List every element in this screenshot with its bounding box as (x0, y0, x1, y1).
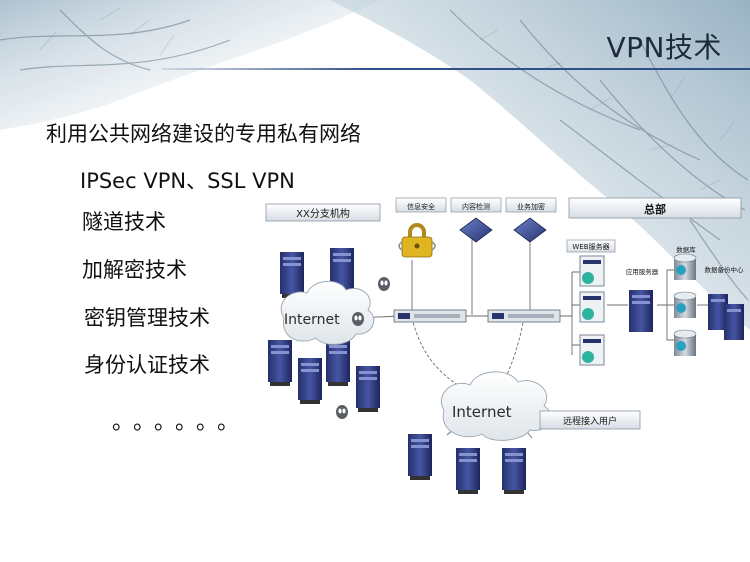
security-label-encryption: 业务加密 (517, 202, 545, 211)
remote-user-group (408, 434, 526, 494)
vpn-gateway-right (487, 309, 561, 323)
vpn-network-diagram: XX分支机构 总部 信息安全 内容检测 业务加密 (265, 197, 745, 494)
web-server-group (579, 255, 605, 366)
remote-users-label-box (539, 410, 641, 430)
padlock-icon (398, 223, 436, 258)
security-label-info: 信息安全 (407, 202, 435, 211)
internet-cloud-left (280, 280, 375, 345)
app-server-label: 应用服务器 (626, 267, 659, 276)
hq-label-box (568, 197, 742, 219)
router-icon (336, 277, 390, 419)
remote-users-label: 远程接入用户 (563, 415, 617, 427)
app-server (629, 290, 653, 332)
web-server-label-box (566, 239, 616, 253)
security-label-box-2 (505, 197, 557, 213)
database-label: 数据库 (676, 245, 696, 254)
internet-cloud-center (441, 371, 551, 441)
bullet-tunnel: 隧道技术 (82, 210, 166, 234)
internet-center-label: Internet (452, 403, 512, 421)
slide-title: VPN技术 (606, 31, 722, 64)
hq-label: 总部 (644, 202, 666, 216)
security-label-box-0 (395, 197, 447, 213)
branch-label-box (265, 203, 381, 222)
encryption-icon (513, 217, 547, 243)
content-inspection-icon (459, 217, 493, 243)
bullet-key-management: 密钥管理技术 (84, 306, 210, 330)
backup-center (708, 294, 744, 340)
backup-label: 数据备份中心 (705, 265, 745, 274)
vpn-gateway-left (393, 309, 467, 323)
security-label-content: 内容检测 (462, 202, 490, 211)
title-divider (162, 68, 750, 70)
web-server-label: WEB服务器 (572, 242, 609, 251)
bullet-ipsec-ssl: IPSec VPN、SSL VPN (80, 169, 295, 193)
bullet-private-network: 利用公共网络建设的专用私有网络 (46, 122, 361, 146)
ellipsis: 。。。。。。 (112, 410, 250, 435)
branch-server-group (268, 248, 380, 412)
bullet-encryption: 加解密技术 (82, 258, 187, 282)
internet-left-label: Internet (284, 312, 340, 328)
branch-label: XX分支机构 (296, 207, 350, 220)
bullet-authentication: 身份认证技术 (84, 353, 210, 377)
database-group (673, 253, 697, 356)
security-label-box-1 (450, 197, 502, 213)
